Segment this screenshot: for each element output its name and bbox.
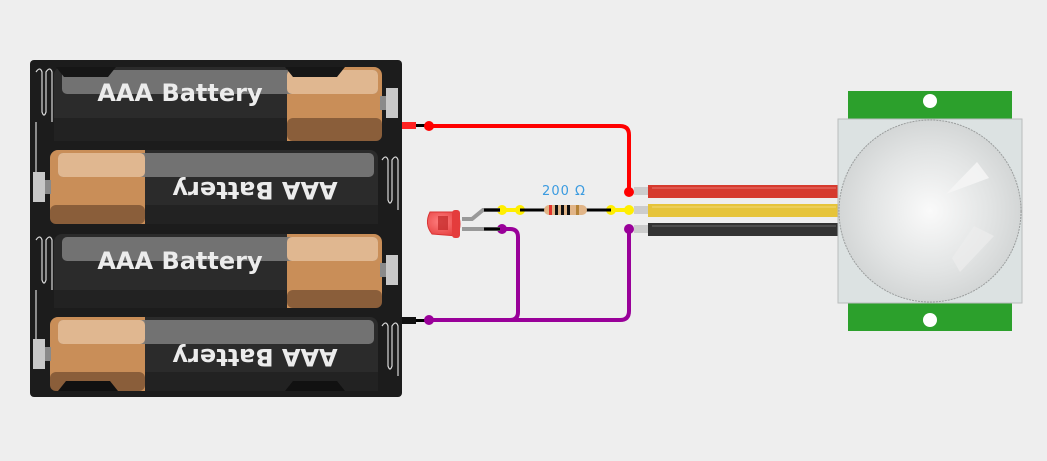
wire-power[interactable] [429,124,631,192]
battery-cell-2[interactable]: AAA Battery [50,150,378,224]
wire-endpoint[interactable] [424,315,434,325]
resistor[interactable]: 200 Ω [520,184,611,215]
wire-endpoint[interactable] [624,187,634,197]
battery-holder [30,60,402,397]
wire-ground-sensor[interactable] [429,229,631,322]
battery-label: AAA Battery [172,176,338,204]
sensor-out-wire[interactable] [648,204,840,217]
wire-endpoint[interactable] [497,224,507,234]
resistor-label: 200 Ω [542,184,586,199]
battery-contacts [33,88,398,369]
sensor-vcc-wire[interactable] [648,185,840,198]
wire-ground-led[interactable] [502,227,520,322]
pir-sensor[interactable] [837,91,1023,331]
wire-endpoint[interactable] [624,224,634,234]
battery-label: AAA Battery [172,343,338,371]
mounting-hole [923,94,937,108]
led[interactable] [426,208,500,238]
sensor-gnd-wire[interactable] [648,223,840,236]
mounting-hole [923,313,937,327]
battery-label: AAA Battery [97,247,263,275]
battery-cell-1[interactable]: AAA Battery [54,67,382,141]
battery-cell-4[interactable]: AAA Battery [50,317,378,391]
wire-endpoint[interactable] [497,205,507,215]
wire-endpoint[interactable] [424,121,434,131]
battery-positive-terminal[interactable] [402,122,416,129]
sensor-cable[interactable] [634,185,840,236]
battery-negative-terminal[interactable] [402,317,416,324]
battery-label: AAA Battery [97,79,263,107]
battery-pack[interactable]: AAA Battery AAA Battery AAA Battery [30,60,428,397]
battery-cell-3[interactable]: AAA Battery [54,234,382,308]
fresnel-dome [838,119,1022,303]
wire-endpoint[interactable] [624,205,634,215]
